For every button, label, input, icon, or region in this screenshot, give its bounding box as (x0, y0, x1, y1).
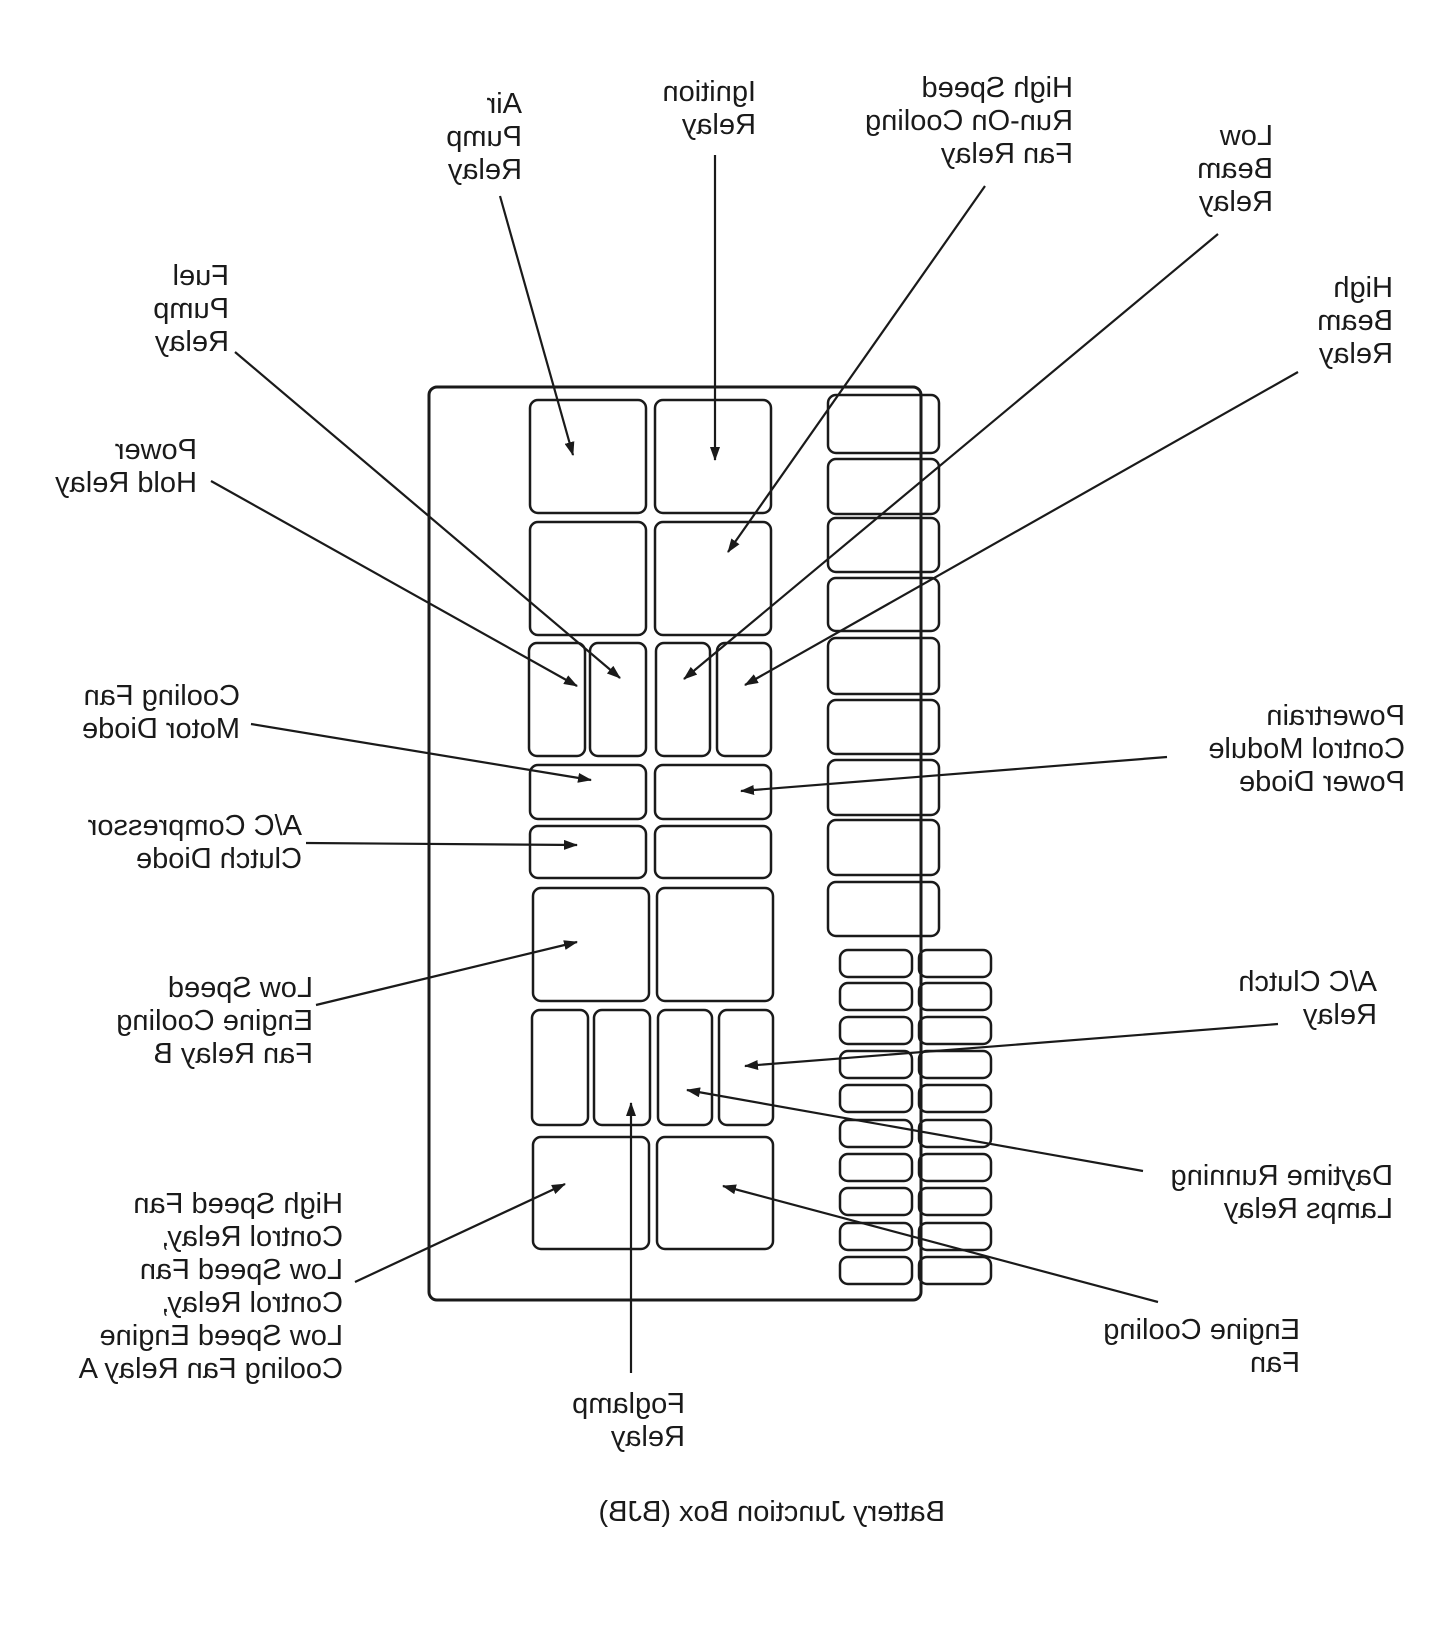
relay-slot (530, 1008, 590, 1127)
relay-slot (528, 398, 648, 515)
fuse-column-large (826, 393, 941, 938)
label-ac-compressor-clutch-diode: A/C Compressor Clutch Diode (87, 810, 302, 875)
fuse-slot (826, 516, 941, 574)
label-powertrain-control-module-power-diode: Powertrain Control Module Power Diode (1208, 700, 1405, 798)
label-ignition-relay: Ignition Relay (662, 76, 756, 141)
leader-cooling-fan-motor-diode (250, 722, 592, 783)
diode-slot (653, 824, 773, 880)
label-air-pump-relay: Air Pump Relay (446, 88, 522, 186)
label-engine-cooling-fan: Engine Cooling Fan (1103, 1314, 1300, 1379)
label-high-speed-runon-cooling-fan-relay: High Speed Run-On Cooling Fan Relay (865, 72, 1073, 170)
fuse-slot (826, 393, 941, 455)
relay-slot (655, 886, 775, 1003)
relay-slot (592, 1008, 652, 1127)
mini-fuse (917, 1255, 993, 1286)
fuse-slot (826, 818, 941, 877)
diode-slot (528, 824, 648, 880)
label-cooling-fan-motor-diode: Cooling Fan Motor Diode (82, 680, 240, 745)
mini-fuse (838, 948, 914, 979)
diode-slot (528, 763, 648, 821)
relay-slot (531, 1135, 651, 1251)
leader-engine-cooling-fan (722, 1184, 1159, 1304)
label-low-beam-relay: Low Beam Relay (1197, 120, 1273, 218)
label-ac-clutch-relay: A/C Clutch Relay (1238, 966, 1377, 1031)
leader-high-beam (744, 371, 1299, 686)
relay-grid (527, 398, 775, 1251)
label-power-hold-relay: Power Hold Relay (55, 434, 197, 499)
relay-slot (654, 641, 712, 758)
relay-slot (653, 398, 773, 515)
mini-fuse (917, 1015, 993, 1046)
label-high-beam-relay: High Beam Relay (1317, 272, 1393, 370)
leader-power-hold (210, 480, 578, 687)
fuse-slot (826, 698, 941, 756)
leader-high-speed-runon (727, 185, 986, 553)
fuse-slot (826, 880, 941, 938)
mini-fuse (917, 1221, 993, 1252)
relay-slot (715, 641, 773, 758)
mini-fuse (838, 1152, 914, 1183)
mini-fuse (838, 981, 914, 1012)
mini-fuse (917, 1049, 993, 1080)
fuse-slot (826, 636, 941, 696)
relay-slot (588, 641, 648, 758)
leader-low-speed-fan-relay-b (315, 940, 578, 1007)
mini-fuse (917, 981, 993, 1012)
fuse-column-small (838, 948, 993, 1286)
relay-slot (531, 886, 651, 1003)
mini-fuse (917, 1118, 993, 1149)
leader-low-beam (683, 233, 1219, 680)
relay-slot (656, 1008, 714, 1127)
label-low-speed-engine-cooling-fan-relay-b: Low Speed Engine Cooling Fan Relay B (116, 972, 313, 1070)
fuse-slot (826, 758, 941, 817)
leader-air-pump (498, 195, 575, 456)
label-foglamp-relay: Foglamp Relay (572, 1388, 685, 1453)
mini-fuse (838, 1255, 914, 1286)
leader-ac-compressor-clutch-diode (305, 839, 578, 850)
mini-fuse (838, 1015, 914, 1046)
leader-pcm-power-diode (740, 755, 1168, 795)
label-fuel-pump-relay: Fuel Pump Relay (153, 260, 229, 358)
relay-slot (527, 641, 587, 758)
leader-high-speed-fan-control (354, 1183, 566, 1283)
mini-fuse (838, 1049, 914, 1080)
leader-daytime-running-lamps (686, 1087, 1144, 1173)
relay-slot (655, 1135, 775, 1251)
mini-fuse (917, 1152, 993, 1183)
relay-slot (717, 1008, 775, 1127)
mini-fuse (917, 1186, 993, 1217)
mini-fuse (838, 1083, 914, 1114)
diode-slot (653, 763, 773, 821)
mini-fuse (838, 1118, 914, 1149)
label-high-speed-fan-control-relay-group: High Speed Fan Control Relay, Low Speed … (78, 1188, 343, 1385)
label-daytime-running-lamps-relay: Daytime Running Lamps Relay (1170, 1160, 1393, 1225)
mini-fuse (838, 1186, 914, 1217)
relay-slot (528, 520, 648, 637)
diagram-caption: Battery Junction Box (BJB) (598, 1496, 945, 1528)
leader-fuel-pump (234, 351, 621, 679)
fuse-slot (826, 576, 941, 633)
relay-slot (653, 520, 773, 637)
mini-fuse (917, 1083, 993, 1114)
mini-fuse (917, 948, 993, 979)
leader-ac-clutch-relay (744, 1022, 1279, 1070)
leader-lines (210, 155, 1299, 1373)
